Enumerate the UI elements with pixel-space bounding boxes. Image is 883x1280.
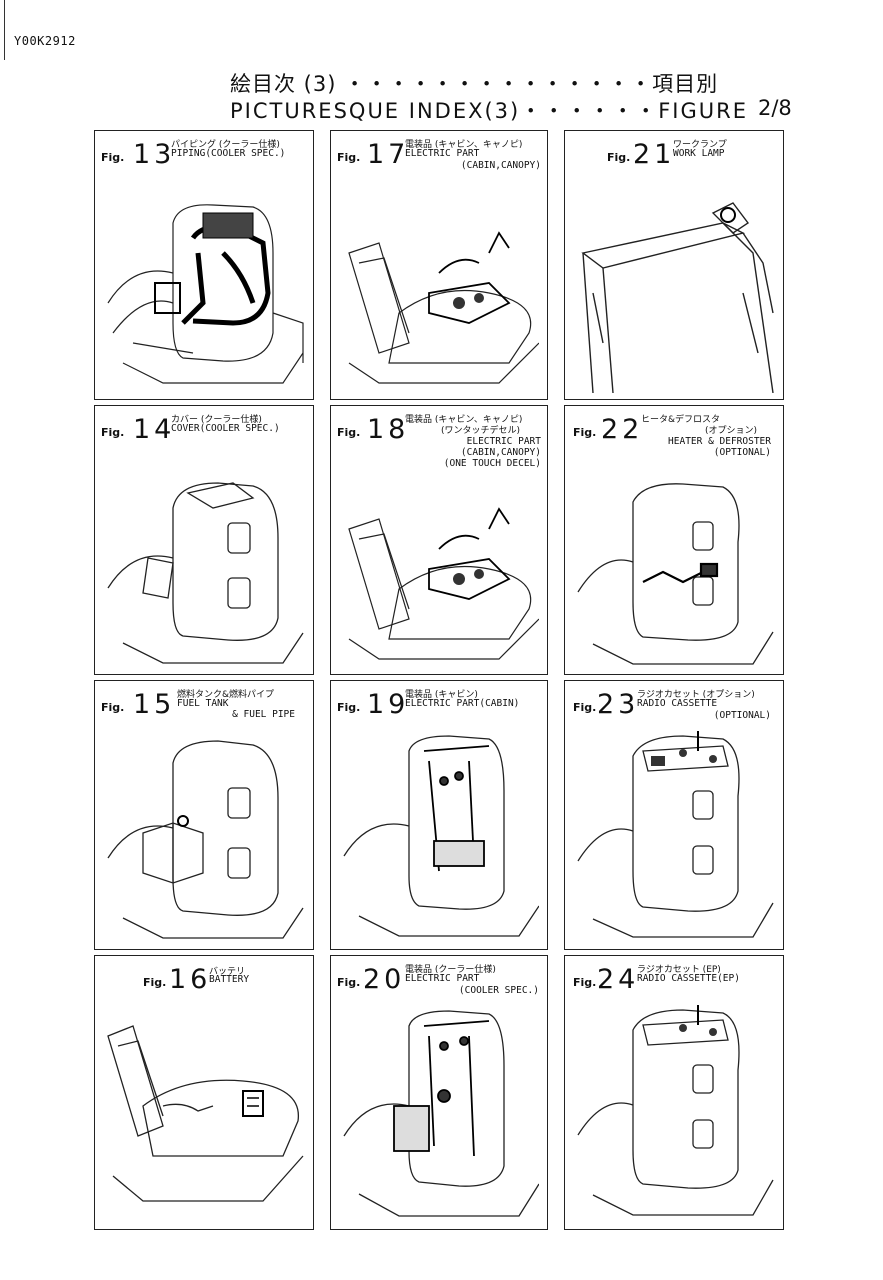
fig-title-jp: 燃料タンク&燃料パイプ <box>177 690 275 700</box>
fig-label: Fig. <box>337 426 361 439</box>
figure-panel-22[interactable]: Fig. 22 ヒータ&デフロスタ (オプション) HEATER & DEFRO… <box>564 405 784 675</box>
fig-label: Fig. <box>337 976 361 989</box>
figure-panel-14[interactable]: Fig. 14 カバー (クーラー仕様) COVER(COOLER SPEC.) <box>94 405 314 675</box>
fig-title-en-line1: RADIO CASSETTE <box>637 698 718 709</box>
fig-number: 23 <box>597 689 640 720</box>
figure-panel-24[interactable]: Fig. 24 ラジオカセット (EP) RADIO CASSETTE(EP) <box>564 955 784 1230</box>
fig-title-jp-line2: (ワンタッチデセル) <box>441 426 521 436</box>
fig-title-jp: バッテリ <box>209 967 246 977</box>
fig-title-jp: 電装品 (クーラー仕様) <box>405 965 496 975</box>
fig-title-en: COVER(COOLER SPEC.) <box>171 423 280 434</box>
fig-title-jp: 電装品 (キャビン、キャノピ) <box>405 415 523 425</box>
fig-number: 19 <box>367 689 410 720</box>
fig-title-en-line2: (OPTIONAL) <box>713 447 771 458</box>
fig-label: Fig. <box>101 701 125 714</box>
battery-illustration <box>103 1006 305 1223</box>
fig-title-en-line2: (COOLER SPEC.) <box>458 985 539 996</box>
fig-number: 14 <box>133 414 176 445</box>
fig-title-en-line1: FUEL TANK <box>177 698 229 709</box>
figure-panel-15[interactable]: Fig. 15 燃料タンク&燃料パイプ FUEL TANK & FUEL PIP… <box>94 680 314 950</box>
fig-title-en: PIPING(COOLER SPEC.) <box>171 148 286 159</box>
fig-number: 20 <box>363 964 406 995</box>
fig-title-en: BATTERY <box>209 974 250 985</box>
page-title-en: PICTURESQUE INDEX(3)・・・・・・FIGURE <box>230 99 749 123</box>
radio-cassette-ep-illustration <box>573 1000 775 1223</box>
figure-panel-21[interactable]: Fig. 21 ワークランプ WORK LAMP <box>564 130 784 400</box>
excavator-illustration <box>103 193 305 393</box>
page-title-jp: 絵目次 (3) ・・・・・・・・・・・・・・項目別 <box>230 72 719 96</box>
fig-label: Fig. <box>607 151 631 164</box>
fig-title-en: ELECTRIC PART(CABIN) <box>405 698 520 709</box>
fig-label: Fig. <box>337 151 361 164</box>
fig-title-en-line1: ELECTRIC PART <box>405 148 480 159</box>
fig-label: Fig. <box>573 701 597 714</box>
fig-title-en-line2: & FUEL PIPE <box>232 709 295 720</box>
fig-number: 22 <box>601 414 644 445</box>
fig-title-en-line3: (ONE TOUCH DECEL) <box>443 458 541 469</box>
figure-panel-18[interactable]: Fig. 18 電装品 (キャビン、キャノピ) (ワンタッチデセル) ELECT… <box>330 405 548 675</box>
fig-title-jp: ラジオカセット (オプション) <box>637 690 755 700</box>
figure-panel-13[interactable]: Fig. 13 パイピング (クーラー仕様) PIPING(COOLER SPE… <box>94 130 314 400</box>
cooler-electric-illustration <box>339 1006 539 1223</box>
fig-title-jp: ワークランプ <box>673 140 727 150</box>
fuel-tank-illustration <box>103 733 305 943</box>
fig-label: Fig. <box>101 151 125 164</box>
fig-title-jp: 電装品 (キャビン、キャノピ) <box>405 140 523 150</box>
figure-panel-20[interactable]: Fig. 20 電装品 (クーラー仕様) ELECTRIC PART (COOL… <box>330 955 548 1230</box>
excavator-illustration <box>339 474 539 668</box>
document-id: Y00K2912 <box>14 34 76 48</box>
fig-number: 24 <box>597 964 640 995</box>
fig-number: 13 <box>133 139 176 170</box>
fig-title-en-line1: HEATER & DEFROSTER <box>668 436 771 447</box>
fig-title-jp: パイピング (クーラー仕様) <box>171 140 280 150</box>
fig-title-en-line1: ELECTRIC PART <box>405 973 480 984</box>
fig-number: 17 <box>367 139 410 170</box>
fig-title-jp-line2: (オプション) <box>705 426 758 436</box>
fig-label: Fig. <box>337 701 361 714</box>
fig-number: 15 <box>133 689 176 720</box>
fig-label: Fig. <box>143 976 167 989</box>
heater-illustration <box>573 472 775 668</box>
fig-number: 21 <box>633 139 676 170</box>
page-number: 2/8 <box>758 96 792 120</box>
work-lamp-boom-illustration <box>573 193 775 393</box>
figure-panel-19[interactable]: Fig. 19 電装品 (キャビン) ELECTRIC PART(CABIN) <box>330 680 548 950</box>
fig-number: 18 <box>367 414 410 445</box>
excavator-illustration <box>339 193 539 393</box>
margin-line <box>4 0 5 60</box>
fig-title-jp: ヒータ&デフロスタ <box>641 415 721 425</box>
fig-title-jp: 電装品 (キャビン) <box>405 690 478 700</box>
figure-panel-16[interactable]: Fig. 16 バッテリ BATTERY <box>94 955 314 1230</box>
figure-panel-23[interactable]: Fig. 23 ラジオカセット (オプション) RADIO CASSETTE (… <box>564 680 784 950</box>
fig-title-jp: ラジオカセット (EP) <box>637 965 721 975</box>
cabin-electric-illustration <box>339 731 539 943</box>
fig-title-en: WORK LAMP <box>673 148 725 159</box>
fig-title-en-line2: (OPTIONAL) <box>713 710 771 721</box>
fig-title-en-line2: (CABIN,CANOPY) <box>460 160 541 171</box>
cover-illustration <box>103 468 305 668</box>
figure-panel-17[interactable]: Fig. 17 電装品 (キャビン、キャノピ) ELECTRIC PART (C… <box>330 130 548 400</box>
fig-number: 16 <box>169 964 212 995</box>
fig-title-jp: カバー (クーラー仕様) <box>171 415 262 425</box>
radio-cassette-illustration <box>573 731 775 943</box>
fig-label: Fig. <box>573 976 597 989</box>
fig-label: Fig. <box>573 426 597 439</box>
fig-title-en-line1: ELECTRIC PART <box>466 436 541 447</box>
fig-title-en: RADIO CASSETTE(EP) <box>637 973 740 984</box>
fig-title-en-line2: (CABIN,CANOPY) <box>460 447 541 458</box>
fig-label: Fig. <box>101 426 125 439</box>
